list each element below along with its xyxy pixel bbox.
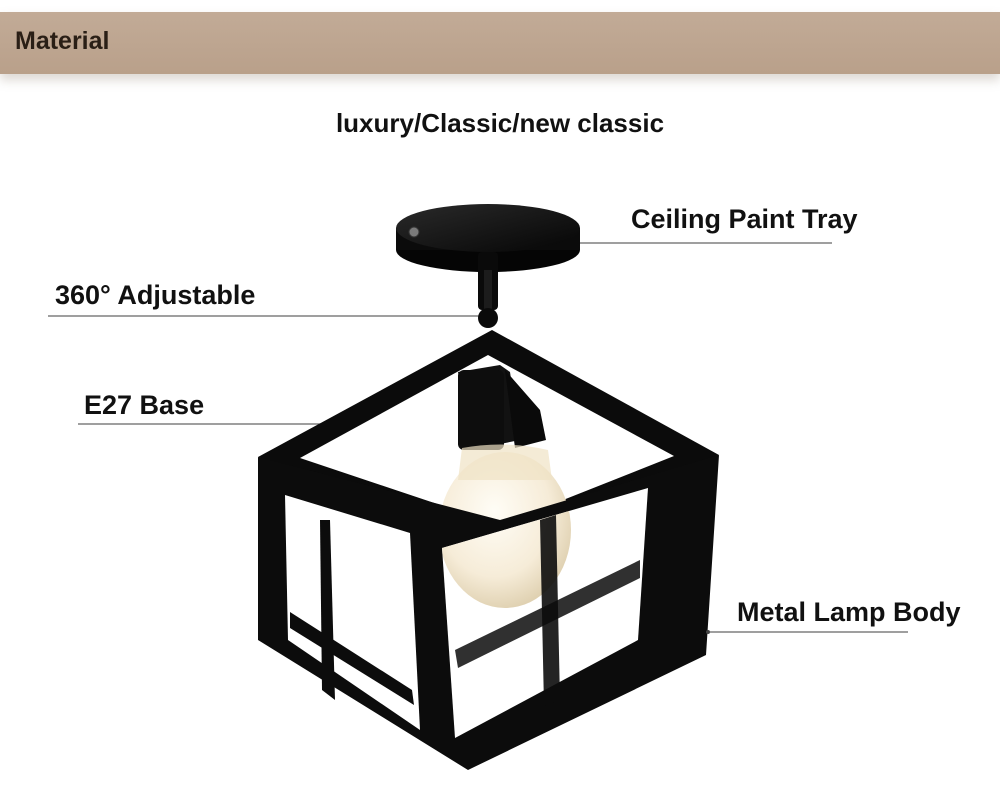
material-header-band: Material xyxy=(0,12,1000,74)
ceiling-paint-tray xyxy=(396,204,580,272)
tray-screw xyxy=(408,226,420,238)
swivel-joint xyxy=(478,252,498,328)
header-title: Material xyxy=(15,27,110,55)
cube-front-frame xyxy=(258,455,719,770)
ceiling-paint-tray-label: Ceiling Paint Tray xyxy=(631,204,858,234)
style-subtitle: luxury/Classic/new classic xyxy=(335,108,665,138)
lamp-body-anchor xyxy=(706,630,710,634)
e27-socket xyxy=(458,365,546,450)
e27-base-label: E27 Base xyxy=(84,390,205,420)
adjustable-label: 360° Adjustable xyxy=(55,280,256,310)
metal-lamp-body-label: Metal Lamp Body xyxy=(737,597,961,627)
